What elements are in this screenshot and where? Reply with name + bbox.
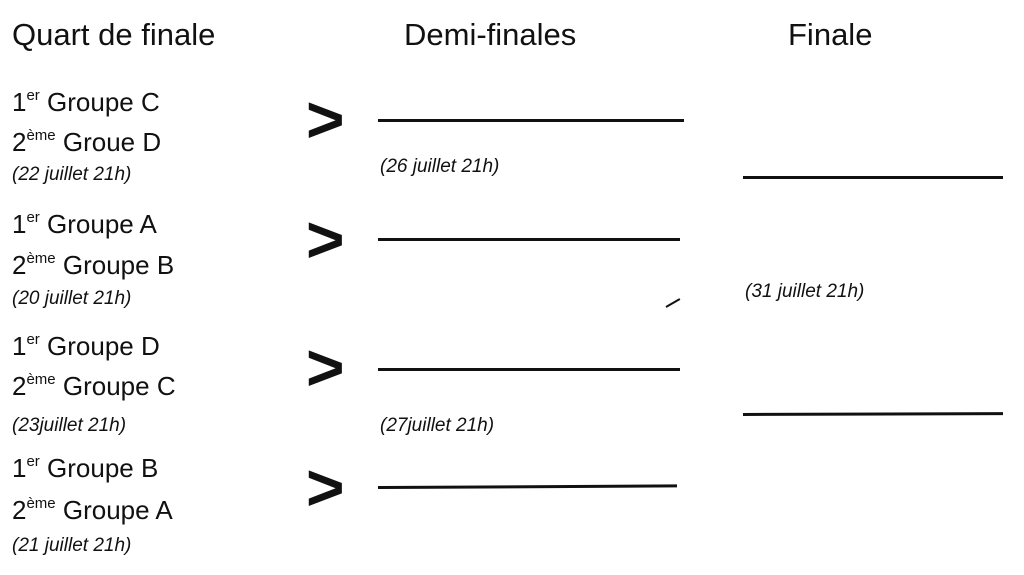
sf2-winner-line bbox=[742, 412, 1004, 416]
qf2-winner-line bbox=[378, 238, 680, 241]
final-date: (31 juillet 21h) bbox=[745, 281, 865, 302]
qf4-winner-line bbox=[377, 484, 678, 489]
qf4-team2: 2ème Groupe A bbox=[12, 495, 173, 525]
header-final: Finale bbox=[788, 17, 873, 52]
qf3-team1: 1er Groupe D bbox=[12, 331, 160, 361]
qf4-date: (21 juillet 21h) bbox=[12, 535, 132, 556]
qf3-team2: 2ème Groupe C bbox=[12, 371, 176, 401]
qf1-team1: 1er Groupe C bbox=[12, 87, 160, 117]
qf3-winner-line bbox=[378, 368, 680, 371]
qf1-team2: 2ème Groue D bbox=[12, 127, 162, 157]
connector-tick bbox=[665, 298, 681, 308]
qf2-team1: 1er Groupe A bbox=[12, 209, 157, 239]
qf2-team2: 2ème Groupe B bbox=[12, 250, 175, 280]
qf1-date: (22 juillet 21h) bbox=[12, 164, 132, 185]
qf2-date: (20 juillet 21h) bbox=[12, 288, 132, 309]
header-semifinals: Demi-finales bbox=[404, 17, 577, 52]
header-quarterfinals: Quart de finale bbox=[12, 17, 216, 52]
qf1-winner-line bbox=[378, 119, 684, 122]
sf2-date: (27juillet 21h) bbox=[380, 415, 495, 436]
qf3-date: (23juillet 21h) bbox=[12, 415, 127, 436]
qf3-arrow-icon: > bbox=[306, 330, 345, 404]
qf4-team1: 1er Groupe B bbox=[12, 453, 159, 483]
qf1-arrow-icon: > bbox=[306, 82, 345, 156]
qf4-arrow-icon: > bbox=[306, 450, 345, 524]
qf2-arrow-icon: > bbox=[306, 202, 345, 276]
sf1-winner-line bbox=[743, 176, 1003, 179]
sf1-date: (26 juillet 21h) bbox=[380, 156, 500, 177]
